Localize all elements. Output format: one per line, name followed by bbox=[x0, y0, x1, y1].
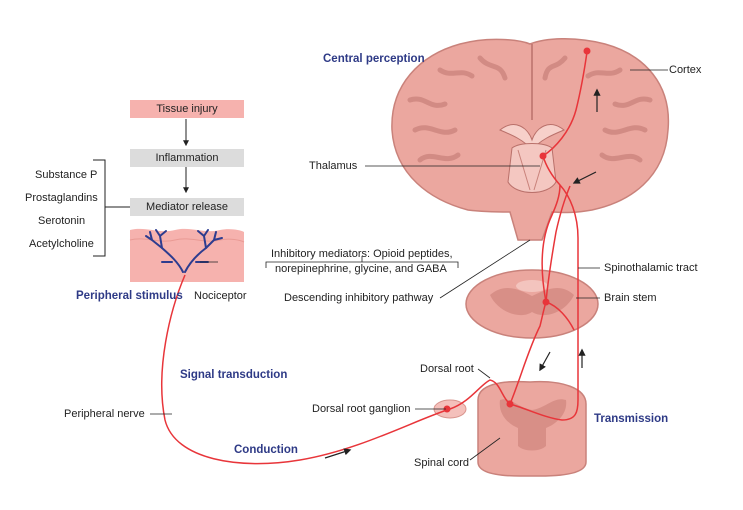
spinothalamic-tract-label: Spinothalamic tract bbox=[604, 262, 698, 274]
dorsal-root-ganglion-label: Dorsal root ganglion bbox=[312, 403, 411, 415]
mediator-serotonin: Serotonin bbox=[38, 215, 86, 227]
spinal-cord-label: Spinal cord bbox=[414, 457, 470, 469]
tissue-injury-box: Tissue injury bbox=[130, 100, 244, 118]
tissue-injury-label: Tissue injury bbox=[156, 103, 218, 115]
ganglion-synapse-dot bbox=[443, 405, 451, 413]
peripheral-nerve-label: Peripheral nerve bbox=[64, 408, 145, 420]
inhibitory-mediators-line1: Inhibitory mediators: Opioid peptides, bbox=[271, 248, 453, 260]
cortex-label: Cortex bbox=[669, 64, 702, 76]
inflammation-label: Inflammation bbox=[155, 152, 219, 164]
thalamus-label: Thalamus bbox=[309, 160, 358, 172]
brain-stem-label: Brain stem bbox=[604, 292, 657, 304]
direction-arrows bbox=[324, 88, 601, 459]
brain-stem-synapse-dot bbox=[542, 298, 550, 306]
conduction-label: Conduction bbox=[234, 444, 298, 456]
cortex-synapse-dot bbox=[583, 47, 591, 55]
brain-stem-illustration bbox=[465, 269, 599, 339]
synapse-markers bbox=[443, 47, 591, 413]
inhibitory-mediators-line2: norepinephrine, glycine, and GABA bbox=[275, 263, 447, 275]
leader-lines bbox=[150, 69, 668, 461]
signal-transduction-label: Signal transduction bbox=[180, 369, 288, 381]
central-perception-label: Central perception bbox=[323, 53, 425, 65]
spinal-cord-illustration bbox=[433, 380, 587, 477]
mediator-release-box: Mediator release bbox=[130, 198, 244, 216]
mediator-acetylcholine: Acetylcholine bbox=[29, 238, 94, 250]
pain-pathway bbox=[161, 51, 588, 465]
inflammation-box: Inflammation bbox=[130, 149, 244, 167]
spinal-cord-synapse-dot bbox=[506, 400, 514, 408]
peripheral-stimulus-label: Peripheral stimulus bbox=[76, 290, 183, 302]
descending-inhibitory-pathway-label: Descending inhibitory pathway bbox=[284, 292, 434, 304]
mediator-release-label: Mediator release bbox=[146, 201, 228, 213]
thalamus-synapse-dot bbox=[539, 152, 547, 160]
nociceptor-label: Nociceptor bbox=[194, 290, 247, 302]
mediator-prostaglandins: Prostaglandins bbox=[25, 192, 98, 204]
mediator-substance-p: Substance P bbox=[35, 169, 98, 181]
dorsal-root-label: Dorsal root bbox=[420, 363, 474, 375]
mediator-bracket bbox=[93, 159, 130, 257]
transmission-label: Transmission bbox=[594, 413, 669, 425]
brain-illustration bbox=[391, 37, 670, 241]
